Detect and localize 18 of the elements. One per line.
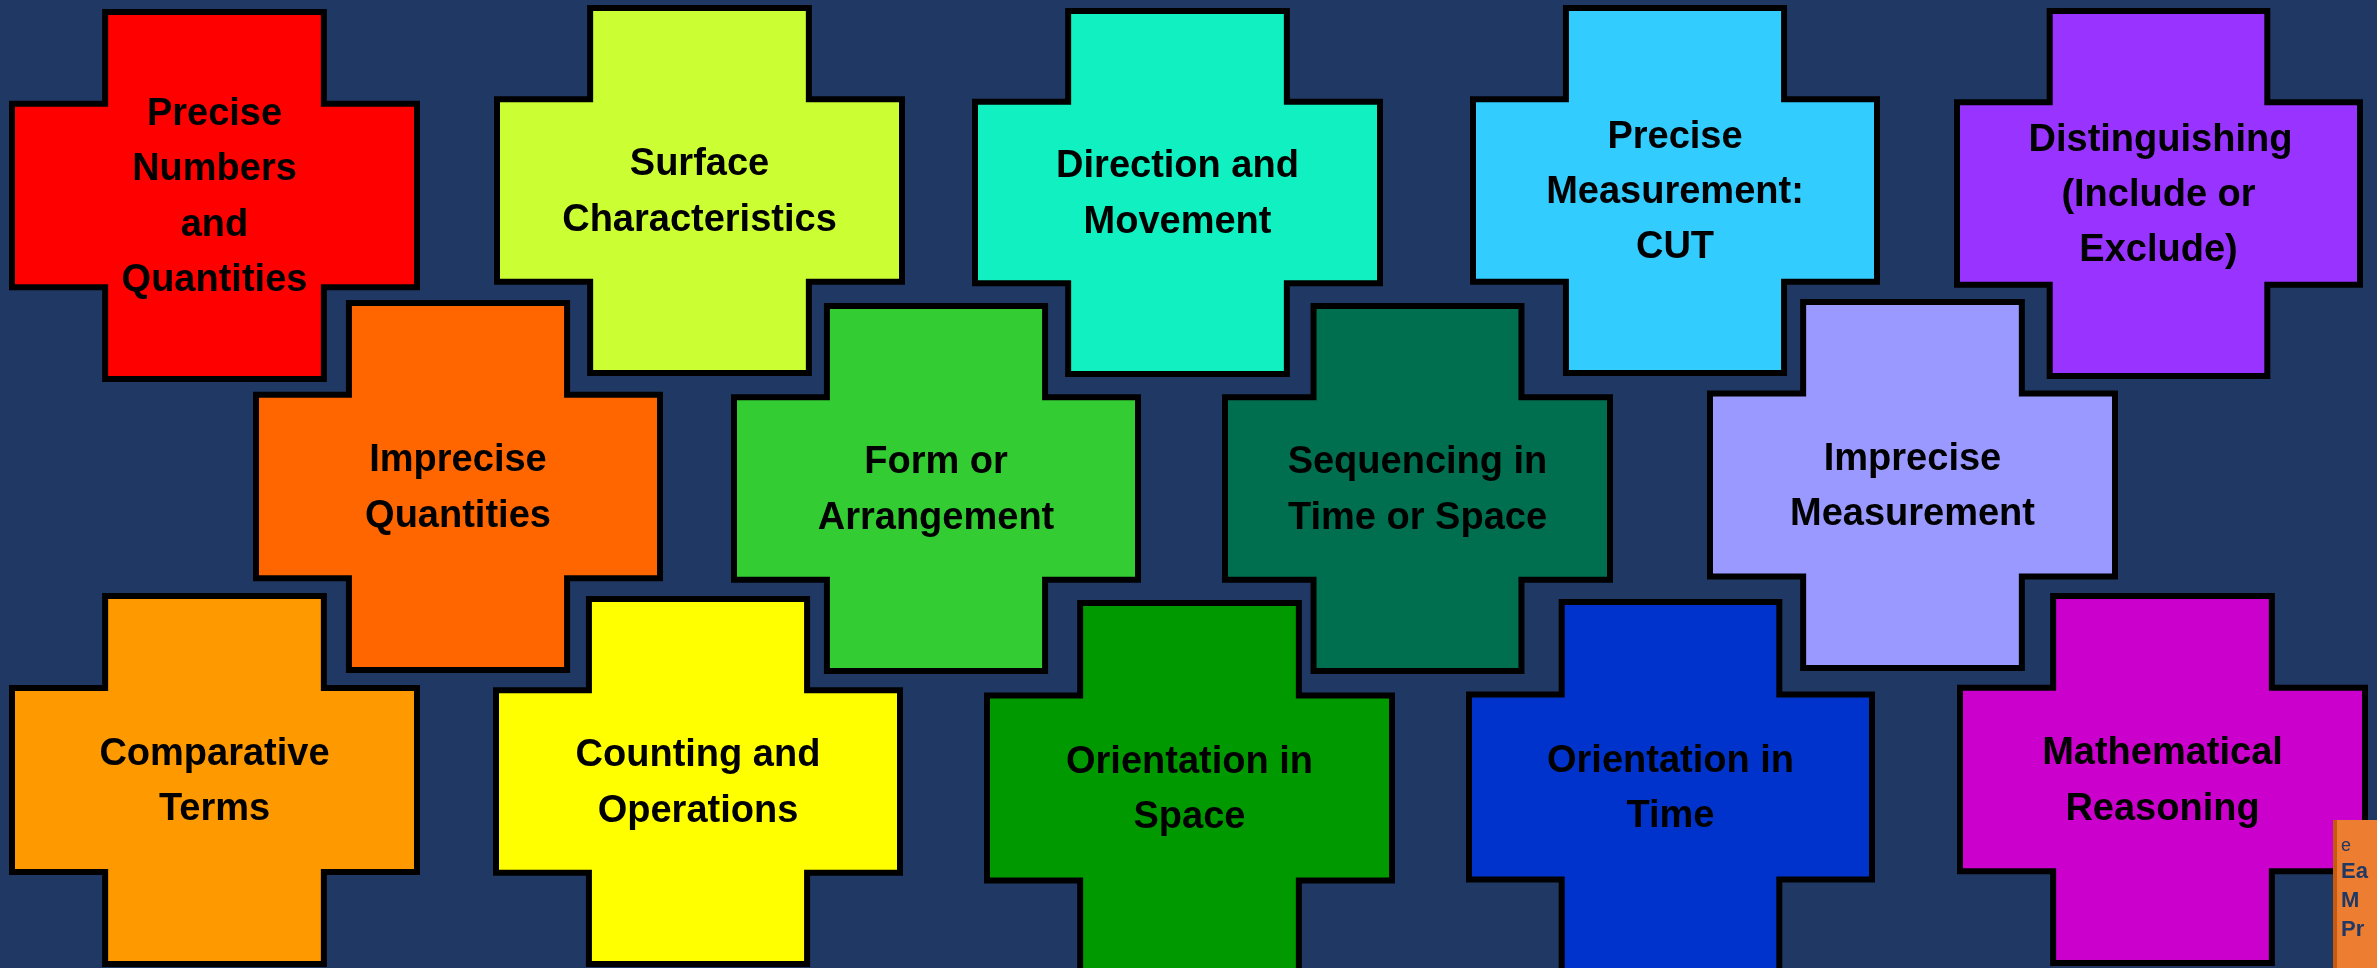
cross-label: Orientation in Space [1065,737,1314,838]
cross-label: Direction and Movement [1055,142,1300,243]
cropped-text: Pr [2341,914,2366,943]
cross-label: Imprecise Quantities [364,436,552,537]
cross-label: Surface Characteristics [561,140,838,241]
cropped-text: M [2341,886,2361,914]
cross-label: Distinguishing (Include or Exclude) [2028,115,2289,272]
cross-label: Orientation in Time [1546,736,1795,837]
cross-label: Form or Arrangement [816,438,1056,539]
cross-label: Sequencing in Time or Space [1286,438,1549,539]
cropped-text: Ea [2341,857,2369,886]
cross-label: Imprecise Measurement [1789,434,2036,535]
cross-label: Precise Measurement: CUT [1545,112,1805,269]
cross-label: Mathematical Reasoning [2041,729,2284,830]
cross-label: Precise Numbers and Quantities [120,90,309,301]
cross-label: Counting and Operations [574,731,822,832]
cropped-text: e [2341,834,2352,857]
cross-label: Comparative Terms [98,729,331,830]
